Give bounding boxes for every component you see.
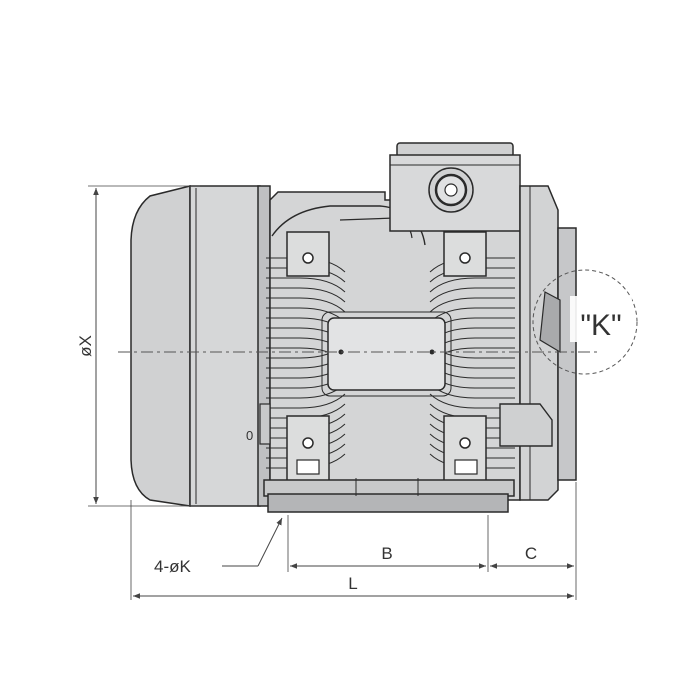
dimension-c: C xyxy=(490,544,574,569)
cooling-fin xyxy=(429,287,515,303)
bolt-hole-icon xyxy=(302,437,314,449)
dimension-arrow-icon xyxy=(257,517,283,567)
terminal-mark: 0 xyxy=(246,428,253,443)
label-diameter-x: øX xyxy=(76,335,95,357)
label-b: B xyxy=(381,544,392,563)
cooling-fin xyxy=(266,287,346,303)
extension-lines xyxy=(130,482,577,600)
cooling-fin xyxy=(266,277,346,293)
cooling-fin xyxy=(266,297,346,313)
dimension-l: L xyxy=(133,574,574,599)
bolt-hole-icon xyxy=(459,437,471,449)
motor-foot xyxy=(263,478,515,513)
dimension-b: B xyxy=(290,544,486,569)
label-c: C xyxy=(525,544,537,563)
cooling-fin xyxy=(266,393,346,409)
nameplate-rivet-right xyxy=(429,349,435,355)
label-l: L xyxy=(348,574,357,593)
cooling-fin xyxy=(429,297,515,313)
detail-k-label: "K" xyxy=(580,309,621,342)
nameplate xyxy=(321,311,452,397)
drive-end-shield xyxy=(499,185,577,501)
label-mount-holes: 4-øK xyxy=(154,557,192,576)
cooling-fin xyxy=(429,393,515,409)
mount-bosses xyxy=(286,231,487,483)
terminal-box xyxy=(389,142,521,232)
fan-cover xyxy=(130,185,271,507)
cooling-fin xyxy=(429,277,515,293)
dimension-diameter-x: øX xyxy=(76,185,200,507)
bolt-hole-icon xyxy=(302,252,314,264)
leader-mount-holes: 4-øK xyxy=(154,517,283,576)
bolt-hole-icon xyxy=(459,252,471,264)
